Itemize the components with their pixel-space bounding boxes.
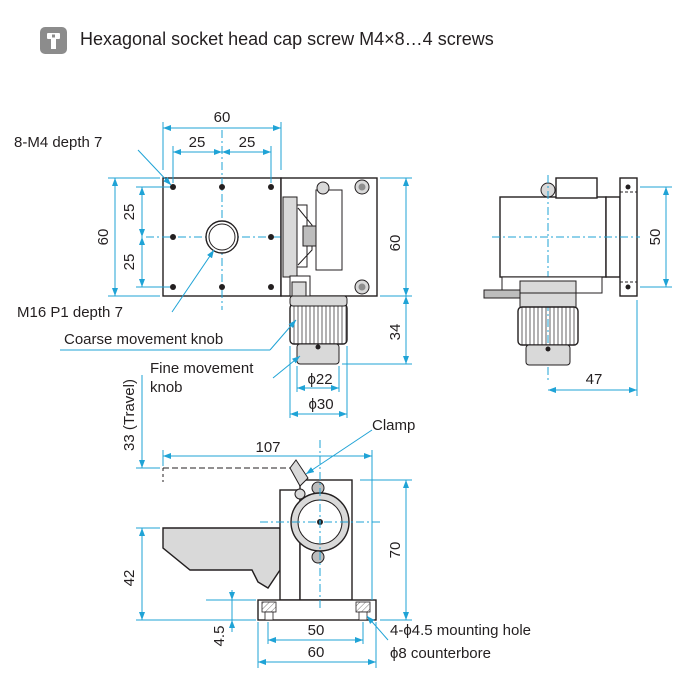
dim-side-47: 47 [586, 371, 603, 388]
dim-top-25-right: 25 [239, 134, 256, 151]
front-base [257, 599, 377, 621]
label-counterbore: ϕ8 counterbore [390, 645, 491, 662]
screw-icon [40, 27, 67, 54]
dim-70: 70 [387, 542, 404, 559]
header-title: Hexagonal socket head cap screw M4×8…4 s… [80, 29, 494, 49]
side-view: 50 47 [483, 175, 672, 396]
coarse-knob [289, 303, 348, 345]
dim-travel: 33 (Travel) [121, 379, 138, 451]
dim-phi30: ϕ30 [308, 396, 333, 413]
dim-base-60: 60 [308, 644, 325, 661]
fine-knob [296, 343, 340, 365]
top-mechanism [280, 177, 378, 365]
dim-side-50: 50 [647, 229, 664, 246]
front-view: 33 (Travel) 107 70 42 4.5 [121, 375, 531, 668]
label-fine-knob-line2: knob [150, 379, 183, 396]
dim-42: 42 [121, 570, 138, 587]
tapped-holes [170, 184, 274, 290]
dim-top-25-left: 25 [189, 134, 206, 151]
label-coarse-knob: Coarse movement knob [64, 331, 223, 348]
dim-4-5: 4.5 [211, 626, 228, 647]
dim-34: 34 [387, 324, 404, 341]
dim-left-25-bottom: 25 [121, 254, 138, 271]
dim-right-height: 60 [387, 235, 404, 252]
dim-left-25-top: 25 [121, 204, 138, 221]
label-clamp: Clamp [372, 417, 415, 434]
top-view: 60 25 25 60 25 25 60 [14, 109, 412, 418]
dim-phi22: ϕ22 [307, 371, 332, 388]
dim-107: 107 [255, 439, 280, 456]
dim-left-height: 60 [95, 229, 112, 246]
screw-icon-glyph [47, 33, 60, 49]
label-center-hole: M16 P1 depth 7 [17, 304, 123, 321]
center-hole [205, 220, 239, 254]
stage-arm [162, 527, 281, 589]
dim-base-50: 50 [308, 622, 325, 639]
dim-top-width: 60 [214, 109, 231, 126]
label-fine-knob-line1: Fine movement [150, 360, 254, 377]
label-tapped-holes: 8-M4 depth 7 [14, 134, 102, 151]
label-mounting-hole: 4-ϕ4.5 mounting hole [390, 622, 531, 639]
